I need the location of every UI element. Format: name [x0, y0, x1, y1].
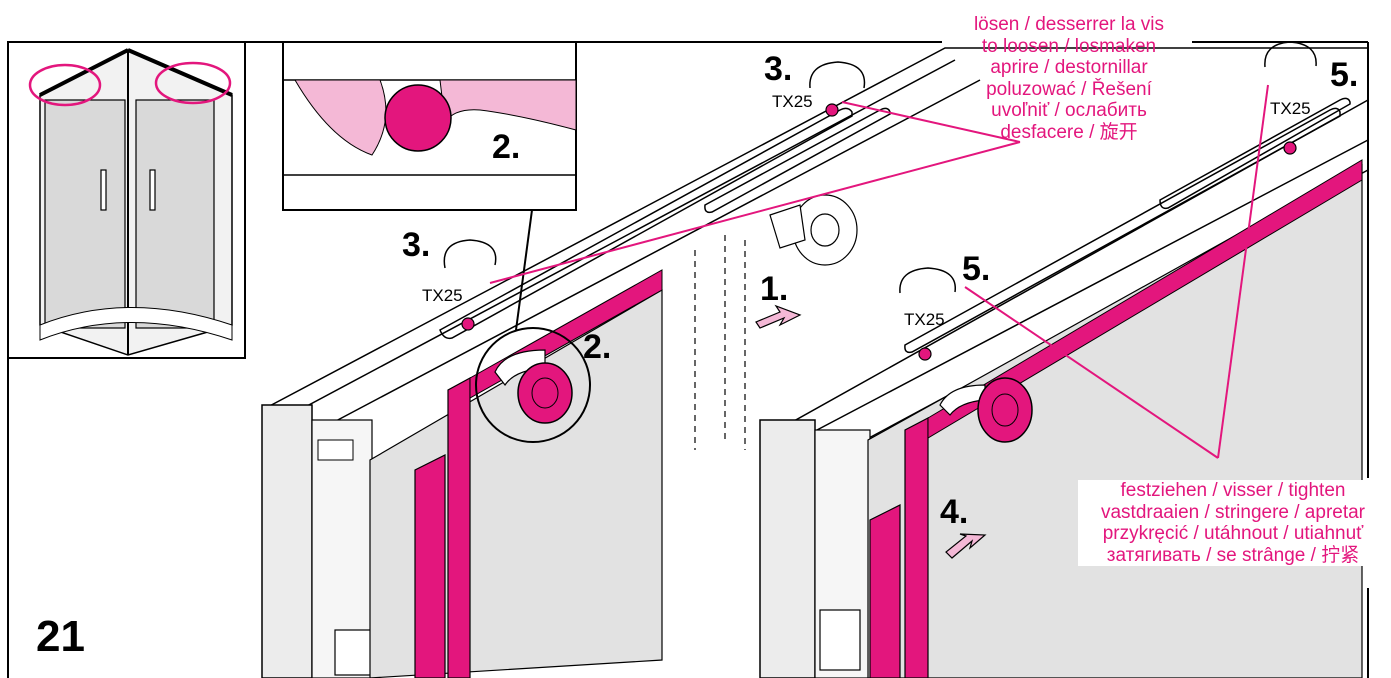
loosen-text-line: uvoľniť / ослабить	[991, 100, 1147, 121]
step-2-detail-label: 2.	[492, 128, 521, 166]
tighten-text-line: festziehen / visser / tighten	[1120, 480, 1346, 501]
step-4-label: 4.	[940, 493, 969, 531]
tighten-text-line: vastdraaien / stringere / apretar	[1100, 501, 1366, 523]
page-number: 21	[36, 612, 85, 661]
tighten-text-line: przykręcić / utáhnout / utiahnuť	[1102, 523, 1364, 544]
tool-label-tx25: TX25	[772, 92, 813, 111]
loosen-text-line: aprire / destornillar	[990, 57, 1148, 78]
rail-screws	[461, 103, 1297, 361]
step-3-left-label: 3.	[402, 226, 431, 264]
callout-leaders	[489, 84, 1269, 459]
loosen-text-line: lösen / desserrer la vis	[973, 14, 1165, 35]
loosen-text-line: desfacere / 旋开	[1000, 121, 1138, 143]
highlight-ellipse	[154, 61, 232, 105]
step-3-top-label: 3.	[764, 50, 793, 88]
step-1-label: 1.	[760, 270, 789, 308]
loosen-text-line: to loosen / losmaken	[981, 35, 1157, 57]
loosen-text-line: poluzować / Řešení	[986, 78, 1152, 100]
tighten-text-line: затягивать / se strânge / 拧紧	[1106, 544, 1360, 566]
loosen-callout: lösen / desserrer la vis to loosen / los…	[944, 14, 1194, 143]
direction-arrows	[755, 304, 987, 559]
detail-inset	[282, 41, 577, 331]
overview-thumbnail	[7, 41, 246, 359]
step-5-right-label: 5.	[1330, 56, 1359, 94]
step-2-main-label: 2.	[583, 328, 612, 366]
left-door-assembly	[261, 269, 663, 678]
tool-label-tx25: TX25	[1270, 99, 1311, 118]
rotation-arrows	[443, 41, 1317, 294]
tighten-callout: festziehen / visser / tighten vastdraaie…	[1078, 480, 1388, 566]
step-5-mid-label: 5.	[962, 250, 991, 288]
middle-roller	[694, 194, 858, 450]
highlight-ellipse	[28, 63, 102, 107]
tool-label-tx25: TX25	[422, 286, 463, 305]
tool-label-tx25: TX25	[904, 310, 945, 329]
